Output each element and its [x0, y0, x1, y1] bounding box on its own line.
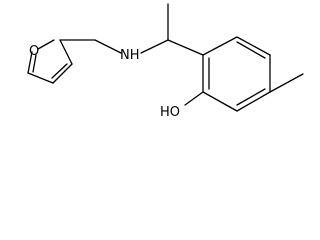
bond-furan-c2-c3: [59, 39, 73, 65]
bond-benzene-1-2: [202, 36, 238, 56]
bond-ch2-n: [94, 39, 122, 54]
hydroxyl-label: HO: [160, 105, 180, 120]
furan-oxygen-label: O: [29, 44, 39, 59]
bond-benzene-4-5-inner: [236, 88, 266, 106]
bond-benzene-2-3: [236, 36, 271, 56]
bond-benzene-5-6: [202, 91, 238, 112]
bond-furan-c3-c4-inner: [51, 63, 68, 79]
molecule-drawing: O NH HO: [27, 3, 304, 120]
bond-ch-ring: [167, 39, 204, 56]
bond-furan-c4-c5: [27, 72, 54, 84]
bond-furan-c5-o: [27, 51, 33, 74]
structure-canvas: O NH HO: [27, 3, 304, 120]
bond-n-ch: [140, 39, 169, 54]
bond-benzene-2-3-inner: [236, 41, 266, 59]
bond-ring-hydroxyl: [184, 91, 204, 106]
amine-label: NH: [120, 48, 140, 63]
bond-furan-o-c2: [37, 39, 55, 50]
bond-furan-c3-c4: [52, 63, 73, 84]
bond-benzene-4-5: [236, 91, 271, 112]
bond-furan-c5-o-inner: [32, 54, 37, 73]
bond-ring-methyl: [269, 73, 304, 93]
